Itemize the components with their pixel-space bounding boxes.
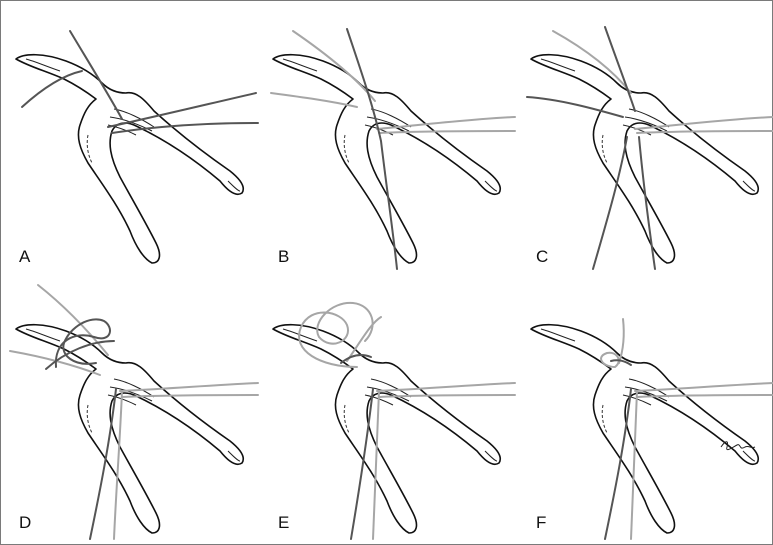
suture-e-5 — [379, 395, 515, 397]
suture-f-5 — [637, 395, 773, 397]
panel-label-d: D — [19, 513, 31, 533]
suture-d-6 — [122, 395, 258, 397]
panel-label-e: E — [278, 513, 289, 533]
panel-c-illustration — [519, 1, 773, 271]
suture-b-4 — [379, 131, 515, 133]
panel-a-illustration — [4, 1, 259, 271]
panel-label-c: C — [536, 247, 548, 267]
panel-e-illustration — [261, 271, 516, 541]
suture-c-5 — [637, 131, 773, 133]
suture-b-2 — [271, 93, 357, 107]
panel-b-illustration — [261, 1, 516, 271]
panel-label-a: A — [19, 247, 30, 267]
panel-label-f: F — [536, 513, 546, 533]
panel-d-illustration — [4, 271, 259, 541]
panel-label-b: B — [278, 247, 289, 267]
panel-f-illustration — [519, 271, 773, 541]
